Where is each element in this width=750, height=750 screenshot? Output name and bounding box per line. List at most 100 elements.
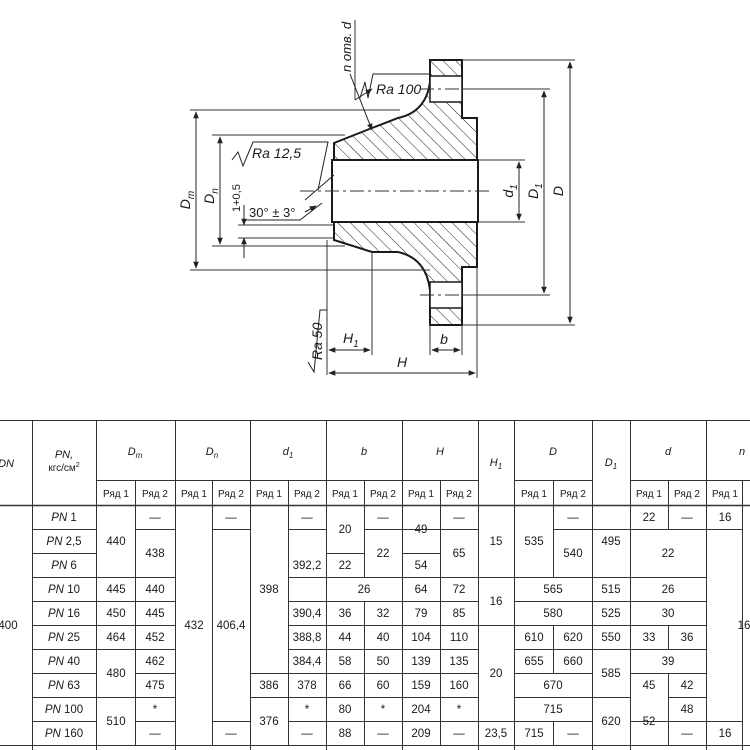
subheader-cell: Ряд 1 xyxy=(408,489,434,500)
pn-value: 100 xyxy=(64,704,83,716)
table-cell: 30 xyxy=(662,608,675,620)
pn-cell: PN 160 xyxy=(45,728,83,740)
H1-label: H1 xyxy=(343,330,359,350)
table-cell: * xyxy=(153,704,158,716)
header-dn2-sub: n xyxy=(214,451,219,460)
header-n-main: n xyxy=(739,446,745,458)
pn-value: 1 xyxy=(70,512,76,524)
table-cell: 585 xyxy=(601,668,620,680)
table-cell: 23,5 xyxy=(485,728,507,740)
extension-lines xyxy=(190,20,575,378)
table-cell: 384,4 xyxy=(293,656,322,668)
pn-prefix: PN xyxy=(51,512,68,524)
pn-prefix: PN xyxy=(48,632,65,644)
table-cell: 80 xyxy=(339,704,352,716)
table-cell: 135 xyxy=(449,656,468,668)
table-cell: 620 xyxy=(563,632,582,644)
table-cell: 550 xyxy=(601,632,620,644)
table-cell: 525 xyxy=(601,608,620,620)
header-d1-main: d xyxy=(283,446,290,458)
header-dm-main: D xyxy=(128,446,136,458)
table-cell: 16 xyxy=(719,512,732,524)
table-cell: — xyxy=(301,512,313,524)
ra125-label: Ra 12,5 xyxy=(252,145,301,161)
svg-text:d1: d1 xyxy=(500,184,520,197)
ra50-label: Ra 50 xyxy=(309,322,325,360)
table-cell: 48 xyxy=(681,704,694,716)
table-cell: 159 xyxy=(411,680,430,692)
angle-label: 30° ± 3° xyxy=(249,205,295,220)
table-cell: 110 xyxy=(450,632,468,644)
table-cell: — xyxy=(453,728,465,740)
d1-label: d1 xyxy=(500,184,520,197)
header-d: d xyxy=(665,446,672,458)
header-pn-unit-text: кгс/см xyxy=(48,463,76,474)
table-cell: 445 xyxy=(145,608,164,620)
table-cell: 66 xyxy=(339,680,352,692)
table-cell: 26 xyxy=(358,584,371,596)
table-cell: — xyxy=(453,512,465,524)
table-cell: — xyxy=(225,512,237,524)
table-cell: 20 xyxy=(339,524,352,536)
subheader-cell: Ряд 2 xyxy=(446,489,472,500)
table-cell: 22 xyxy=(662,548,675,560)
table-cell: 432 xyxy=(184,620,203,632)
header-big-d1-sub: 1 xyxy=(613,462,617,471)
table-cell: 209 xyxy=(411,728,430,740)
table-cell: 72 xyxy=(453,584,466,596)
flange-drawing: n отв. d Ra 100 Ra 12,5 Ra 50 Dm Dn 1+0,… xyxy=(177,20,575,378)
table-cell: 32 xyxy=(377,608,390,620)
header-dm-sub: m xyxy=(136,451,143,460)
table-cell: 40 xyxy=(377,632,390,644)
pn-value: 40 xyxy=(67,656,80,668)
header-big-d-main: D xyxy=(549,446,557,458)
pn-cell: PN 25 xyxy=(48,632,80,644)
table-cell: * xyxy=(457,704,462,716)
header-dn2-main: D xyxy=(206,446,214,458)
table-cell: 50 xyxy=(377,656,390,668)
pn-cell: PN 40 xyxy=(48,656,80,668)
dn-label: Dn xyxy=(201,188,221,204)
table-cell: 16 xyxy=(738,620,750,632)
b-label: b xyxy=(440,331,448,347)
header-big-d1: D1 xyxy=(605,457,617,471)
table-cell: 20 xyxy=(490,668,503,680)
table-cell: — xyxy=(681,728,693,740)
table-cell: 22 xyxy=(339,560,352,572)
table-cell: 450 xyxy=(106,608,125,620)
pn-prefix: PN xyxy=(46,536,63,548)
pn-prefix: PN xyxy=(51,560,68,572)
subheader-cell: Ряд 2 xyxy=(370,489,396,500)
svg-text:Dm: Dm xyxy=(177,191,197,209)
header-b-main: b xyxy=(361,446,367,458)
table-cell: * xyxy=(381,704,386,716)
subheader-cell: Ряд 1 xyxy=(712,489,738,500)
svg-text:D1: D1 xyxy=(525,183,545,199)
table-cell: 139 xyxy=(411,656,430,668)
pn-value: 10 xyxy=(67,584,80,596)
leader-lines xyxy=(231,73,430,374)
ra100-label: Ra 100 xyxy=(376,81,421,97)
table-cell: — xyxy=(377,512,389,524)
svg-text:Dn: Dn xyxy=(201,188,221,204)
table-cell: 376 xyxy=(259,716,278,728)
table-cell: 79 xyxy=(415,608,428,620)
pn-value: 160 xyxy=(64,728,83,740)
dm-label: Dm xyxy=(177,191,197,209)
header-d1-sub: 1 xyxy=(289,451,293,460)
table-cell: — xyxy=(225,728,237,740)
pn-prefix: PN xyxy=(45,704,62,716)
table-cell: 49 xyxy=(415,524,428,536)
table-cell: 104 xyxy=(411,632,431,644)
table-cell: 64 xyxy=(415,584,428,596)
subheader-cell: Ряд 1 xyxy=(256,489,282,500)
table-cell: 580 xyxy=(543,608,562,620)
table-cell: 438 xyxy=(145,548,164,560)
subheader-cell: Ряд 2 xyxy=(218,489,244,500)
header-h: H xyxy=(436,446,444,458)
pn-cell: PN 16 xyxy=(48,608,80,620)
table-cell: 535 xyxy=(524,536,543,548)
table-cell: 540 xyxy=(563,548,582,560)
pn-prefix: PN xyxy=(48,608,65,620)
header-dm: Dm xyxy=(128,446,143,460)
